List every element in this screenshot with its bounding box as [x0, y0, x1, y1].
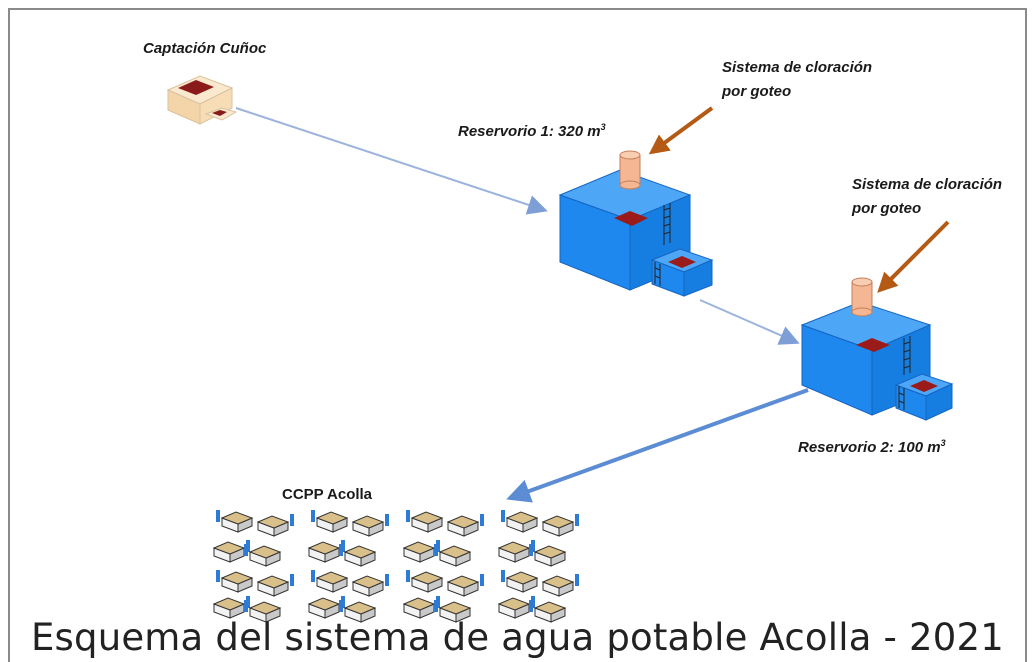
chlorination-tower-1: [619, 150, 641, 190]
reservoir-1-label: Reservorio 1: 320 m3: [458, 122, 606, 140]
house-icon: [446, 574, 484, 597]
house-icon: [351, 574, 389, 597]
captacion-label: Captación Cuñoc: [143, 40, 267, 57]
flow-arrow-reservoir2-to-ccpp: [506, 388, 809, 503]
house-icon: [339, 600, 377, 623]
chlorination-arrow-2: [877, 220, 950, 293]
reservoir-2: [800, 277, 954, 421]
house-icon: [434, 544, 472, 567]
house-icon: [216, 510, 254, 533]
house-icon: [311, 510, 349, 533]
reservoir-1-label-sup: 3: [600, 122, 606, 132]
chlorination-tower-2: [851, 277, 873, 317]
house-icon: [406, 570, 444, 593]
house-icon: [339, 544, 377, 567]
house-icon: [541, 574, 579, 597]
house-icon: [541, 514, 579, 537]
house-icon: [501, 510, 539, 533]
reservoir-1: [558, 150, 714, 297]
house-icon: [406, 510, 444, 533]
chlorination-label-2-line1: Sistema de cloración: [852, 176, 1003, 193]
chlorination-label-1-line2: por goteo: [722, 83, 792, 100]
chlorination-label-1: Sistema de cloración por goteo: [722, 56, 872, 104]
diagram-caption: Esquema del sistema de agua potable Acol…: [30, 616, 1005, 659]
chlorination-label-1-line1: Sistema de cloración: [722, 59, 873, 76]
house-icon: [501, 570, 539, 593]
chlorination-label-2-line2: por goteo: [852, 200, 922, 217]
house-icon: [256, 514, 294, 537]
ccpp-label: CCPP Acolla: [282, 486, 373, 503]
reservoir-2-label-text: Reservorio 2: 100 m: [798, 439, 941, 456]
house-icon: [529, 600, 567, 623]
house-icon: [434, 600, 472, 623]
house-icon: [529, 544, 567, 567]
flow-arrow-captacion-to-reservoir1: [235, 107, 548, 215]
captacion-structure: [166, 75, 238, 125]
ccpp-houses: [212, 510, 579, 623]
house-icon: [351, 514, 389, 537]
house-icon: [446, 514, 484, 537]
house-icon: [244, 544, 282, 567]
house-icon: [256, 574, 294, 597]
reservoir-2-label-sup: 3: [940, 438, 946, 448]
reservoir-2-label: Reservorio 2: 100 m3: [798, 438, 946, 456]
chlorination-label-2: Sistema de cloración por goteo: [852, 173, 1002, 221]
diagram-frame: [8, 8, 1027, 662]
house-icon: [311, 570, 349, 593]
flow-arrow-reservoir1-to-reservoir2: [699, 299, 800, 345]
house-icon: [244, 600, 282, 623]
house-icon: [216, 570, 254, 593]
chlorination-arrow-1: [648, 106, 714, 155]
reservoir-1-label-text: Reservorio 1: 320 m: [458, 123, 601, 140]
